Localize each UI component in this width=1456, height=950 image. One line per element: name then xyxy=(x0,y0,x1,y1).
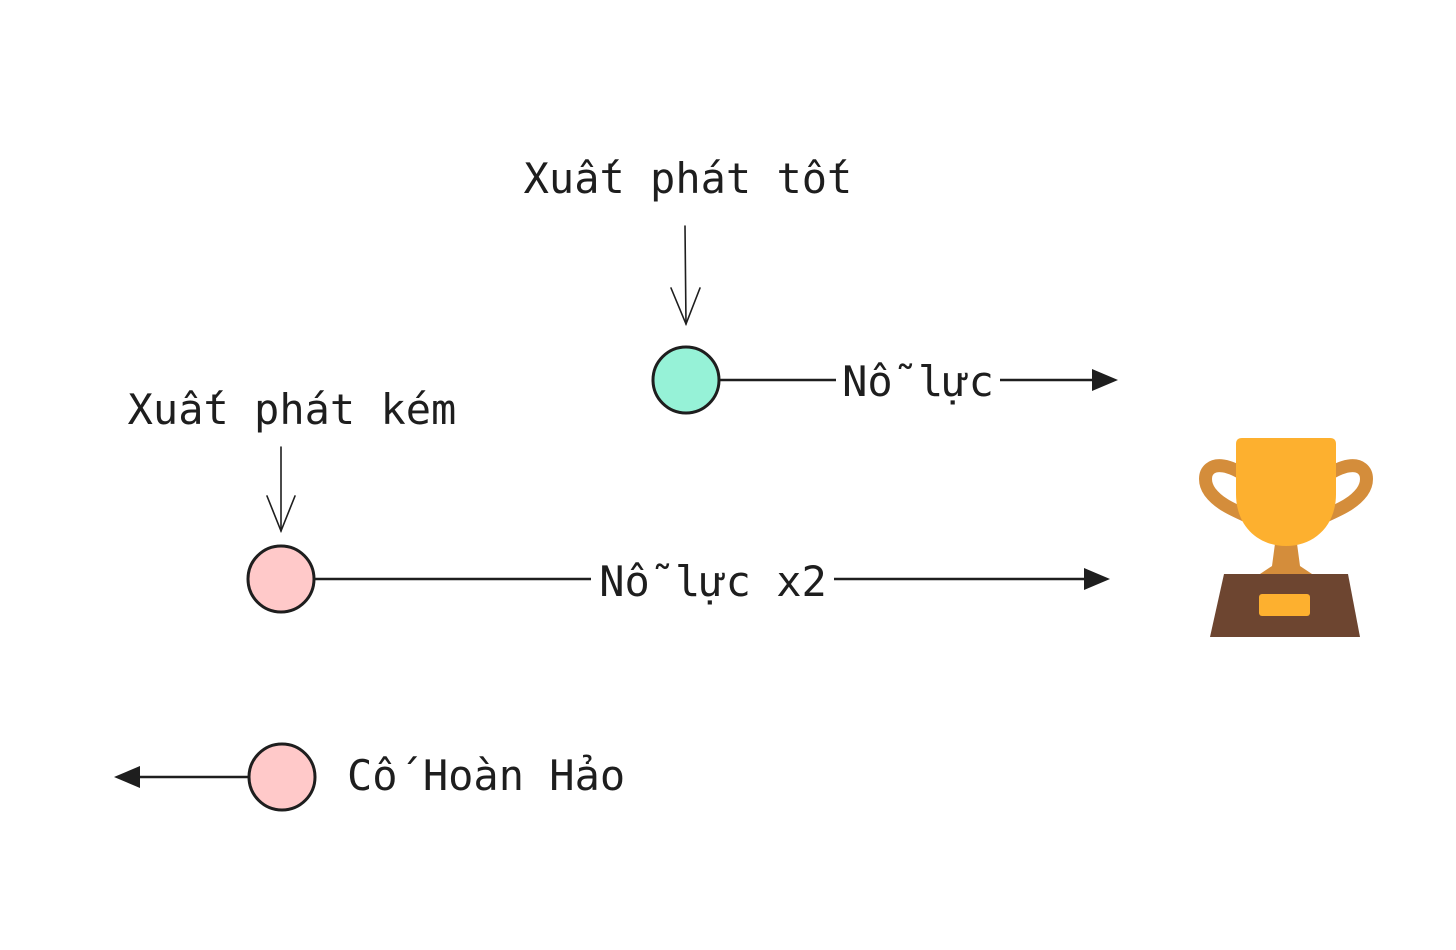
bad-start-node xyxy=(246,544,316,614)
good-start-node xyxy=(651,345,721,415)
good-start-label: Xuất phát tốt xyxy=(524,154,853,203)
perfectionist-node xyxy=(247,742,317,812)
bad-start-pointer-arrow xyxy=(266,446,296,534)
good-start-pointer-arrow xyxy=(670,225,701,327)
trophy-icon xyxy=(1199,438,1373,637)
good-start-effort-arrow xyxy=(1000,369,1118,391)
bad-start-label: Xuất phát kém xyxy=(128,385,457,434)
perfectionist-label: Cố Hoàn Hảo xyxy=(347,751,625,800)
bad-start-effort-arrow xyxy=(834,568,1110,590)
perfectionist-backward-arrow xyxy=(114,766,248,788)
bad-start-effort-label: Nỗ lực x2 xyxy=(599,557,827,606)
good-start-effort-label: Nỗ lực xyxy=(842,357,994,406)
